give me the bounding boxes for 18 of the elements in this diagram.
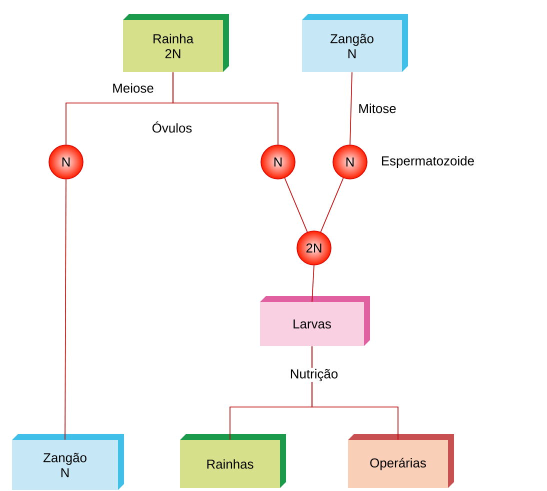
box: Larvas [260, 296, 370, 346]
connector-line [320, 178, 344, 232]
connector-line [312, 265, 314, 302]
label: Nutrição [288, 368, 340, 382]
label: Meiose [111, 82, 155, 94]
label: Óvulos [150, 120, 194, 134]
box: Rainha 2N [123, 14, 229, 72]
edge-label: Mitose [357, 102, 398, 114]
box: Zangão N [12, 434, 124, 490]
connector-line [172, 72, 278, 145]
box: Operárias [348, 434, 454, 488]
connector-line [312, 346, 398, 440]
box: Zangão N [302, 14, 408, 72]
connector-line [284, 178, 308, 232]
box: Rainhas [180, 434, 286, 488]
connector-line [64, 179, 66, 440]
connector-line [350, 72, 352, 145]
node-label: Espermatozoide [382, 156, 474, 168]
